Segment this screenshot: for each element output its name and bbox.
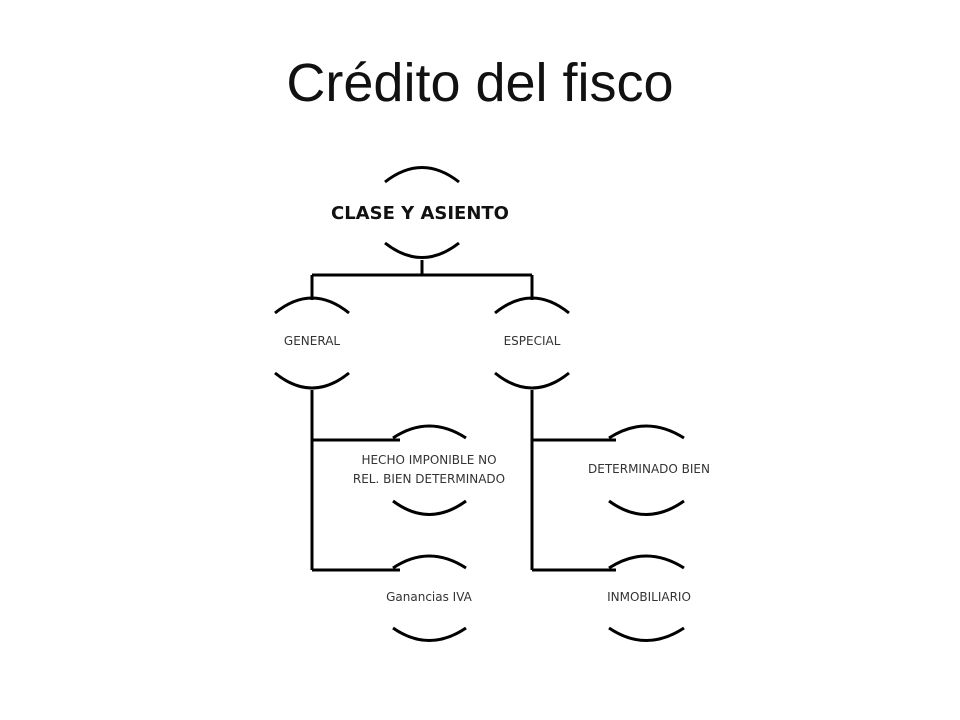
- root-top-arc: [384, 166, 460, 184]
- general-bottom-arc: [274, 371, 350, 390]
- determinado-bottom-arc: [608, 499, 685, 516]
- ganancias-top-arc: [392, 554, 467, 570]
- slide-title: Crédito del fisco: [286, 53, 674, 113]
- hecho-node-label-line2: REL. BIEN DETERMINADO: [353, 472, 505, 486]
- inmobiliario-top-arc: [608, 554, 685, 570]
- determinado-top-arc: [608, 424, 685, 440]
- general-top-arc: [274, 296, 350, 315]
- inmobiliario-bottom-arc: [608, 626, 685, 642]
- especial-top-arc: [494, 296, 570, 315]
- especial-bottom-arc: [494, 371, 570, 390]
- root-bottom-arc: [384, 241, 460, 259]
- general-connector: [310, 390, 400, 572]
- hecho-top-arc: [392, 424, 467, 440]
- determinado-node-label: DETERMINADO BIEN: [588, 462, 710, 476]
- general-node-label: GENERAL: [284, 334, 341, 348]
- root-connector: [310, 260, 534, 300]
- ganancias-bottom-arc: [392, 626, 467, 642]
- ganancias-node-label: Ganancias IVA: [386, 590, 473, 604]
- hecho-bottom-arc: [392, 499, 467, 516]
- root-node-label: CLASE Y ASIENTO: [331, 203, 509, 224]
- hecho-node-label-line1: HECHO IMPONIBLE NO: [361, 453, 496, 467]
- inmobiliario-node-label: INMOBILIARIO: [607, 590, 691, 604]
- especial-node-label: ESPECIAL: [504, 334, 561, 348]
- especial-connector: [530, 390, 616, 572]
